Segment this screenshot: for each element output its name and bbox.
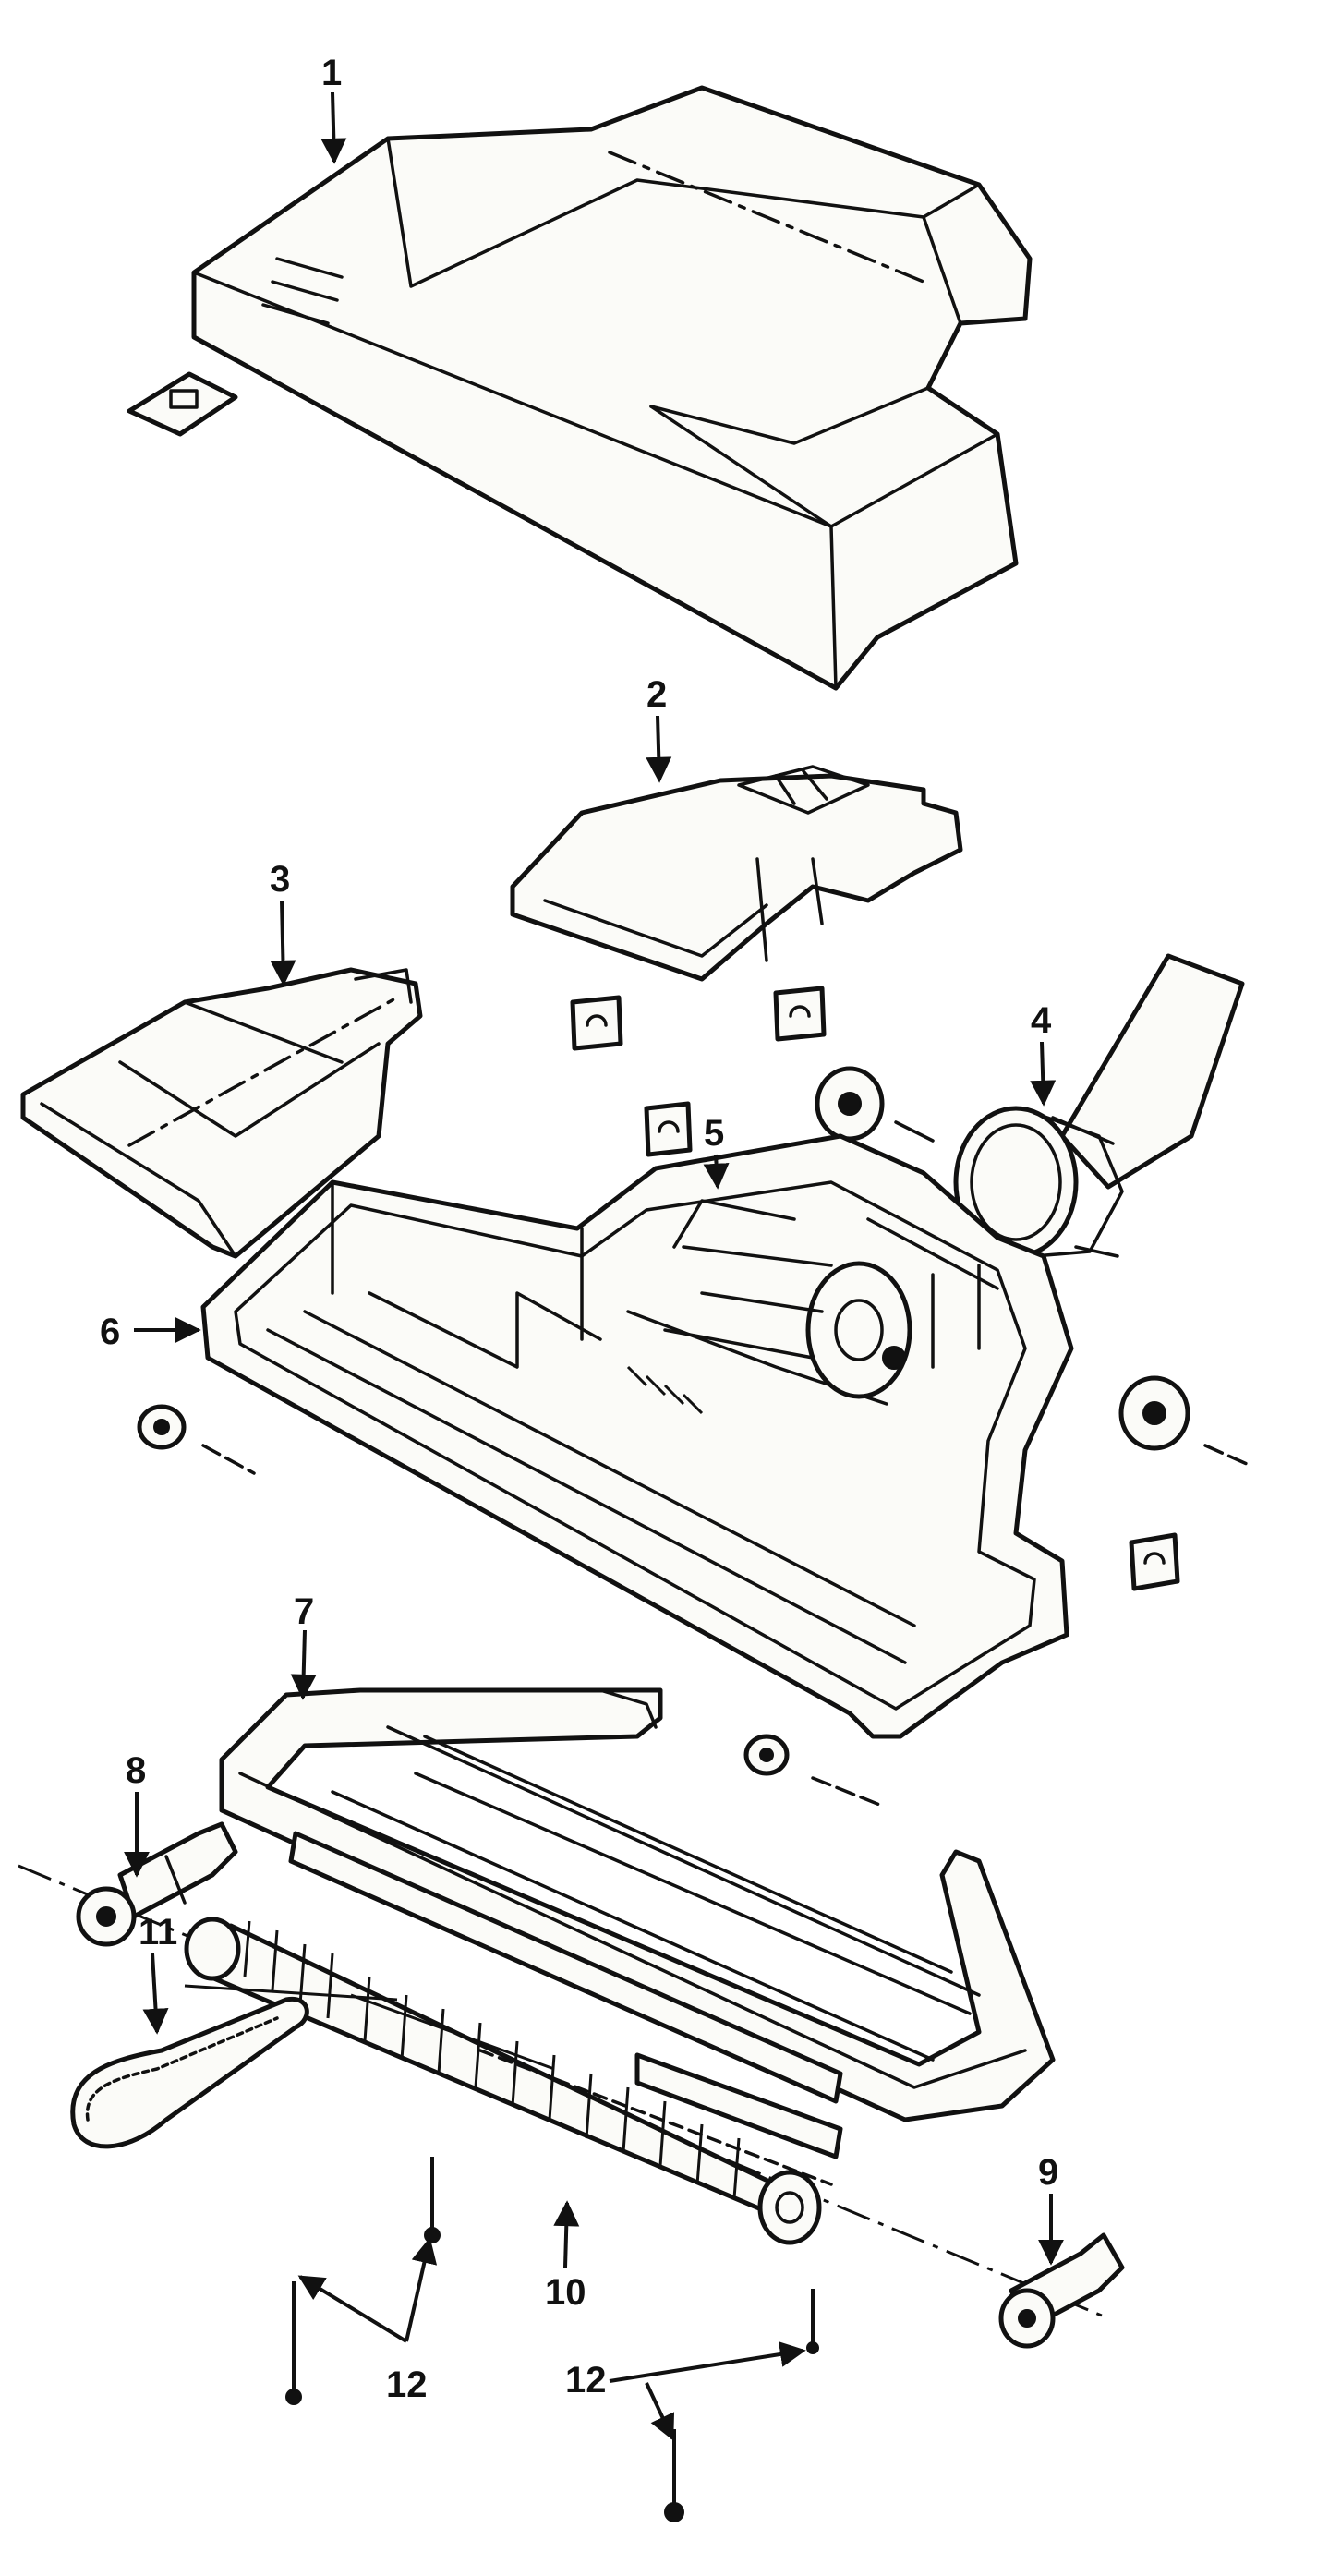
part-bottom-tray [20,967,423,1259]
wheels [137,1066,1249,1808]
label-plate [127,371,238,437]
callout-12a: 12 [386,2364,428,2405]
part-brushroll [184,1831,843,2245]
callout-leaders [124,91,1064,2441]
part-right-bracket [998,2232,1125,2349]
callout-12b: 12 [565,2360,607,2401]
callout-7: 7 [294,1591,314,1632]
callout-2: 2 [646,674,667,715]
callout-6: 6 [100,1312,120,1352]
retainer-clips [570,986,1180,1591]
part-belt [70,1996,309,2149]
callout-8: 8 [126,1750,146,1791]
part-hood-cover [127,85,1033,691]
callout-10: 10 [545,2272,586,2313]
part-bottom-plate [219,1687,1056,2122]
part-screws [285,2157,819,2522]
callout-labels: 1 2 3 4 5 6 7 8 9 10 11 12 12 [100,53,1058,2405]
callout-3: 3 [270,859,290,900]
part-left-bracket [76,1821,238,1947]
callout-4: 4 [1031,1000,1052,1041]
part-hose-coupling [953,953,1245,1259]
callout-11: 11 [139,1912,177,1953]
callout-1: 1 [321,53,342,93]
part-base-housing [200,1133,1074,1739]
callout-5: 5 [704,1113,724,1154]
callout-9: 9 [1038,2152,1058,2193]
part-agitator-cover [510,765,963,982]
